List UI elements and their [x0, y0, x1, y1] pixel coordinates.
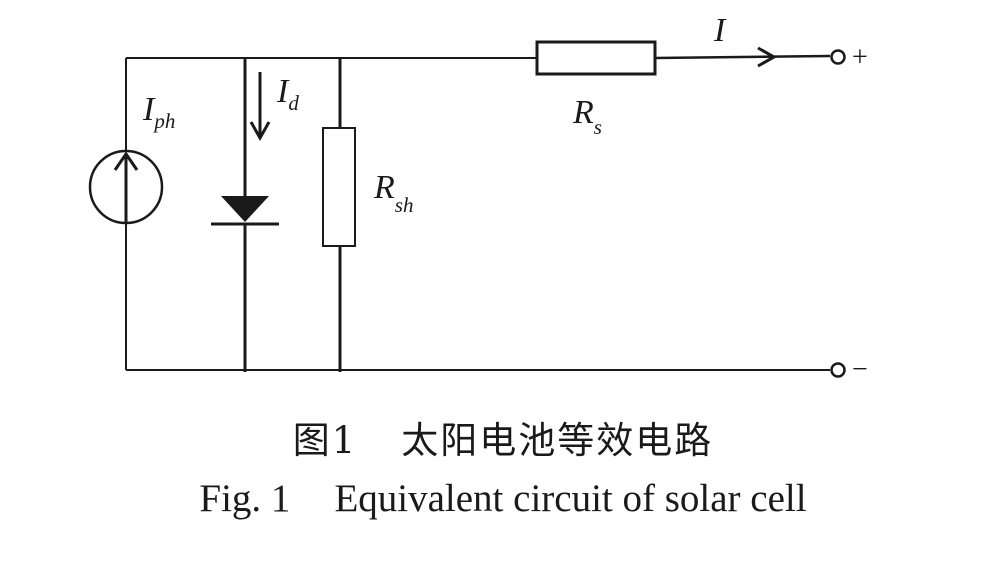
positive-terminal — [830, 49, 846, 65]
output-current-arrowhead — [757, 46, 778, 68]
figure-caption-chinese: 图1 太阳电池等效电路 — [0, 410, 1006, 464]
caption-chinese-title: 太阳电池等效电路 — [401, 419, 714, 462]
series-resistor-symbol — [535, 40, 657, 76]
output-current-label: I — [713, 12, 727, 49]
current-source-symbol — [88, 149, 164, 225]
shunt-resistor-symbol — [322, 127, 356, 247]
diode-current-label: Id — [276, 73, 299, 115]
positive-terminal-sign: + — [852, 42, 868, 73]
caption-english-title: Equivalent circuit of solar cell — [334, 477, 807, 520]
caption-english-number: Fig. 1 — [199, 477, 291, 520]
photocurrent-label: Iph — [142, 91, 175, 133]
shunt-resistor-label: Rsh — [373, 169, 413, 217]
caption-chinese-number: 图1 — [292, 419, 358, 462]
diode-current-arrow — [249, 72, 271, 142]
series-resistor-label: Rs — [572, 94, 602, 139]
negative-terminal-sign: − — [852, 354, 868, 385]
figure-caption-english: Fig. 1 Equivalent circuit of solar cell — [0, 476, 1006, 521]
negative-terminal — [830, 362, 846, 378]
diode-symbol — [211, 196, 279, 226]
output-wire — [654, 54, 831, 60]
